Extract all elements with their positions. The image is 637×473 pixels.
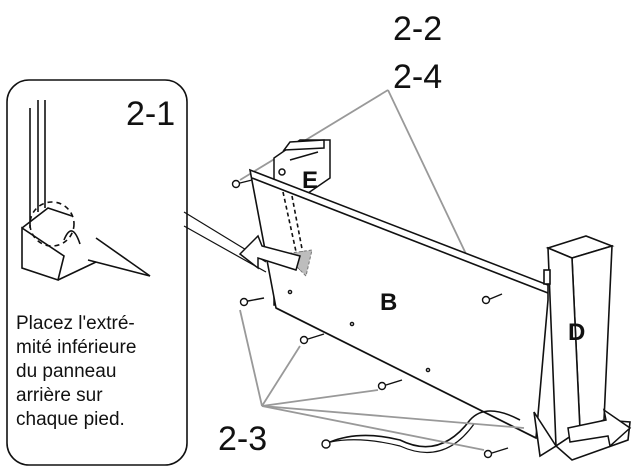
cable-outline [329,423,475,454]
screw-mid-3 [377,367,431,391]
screw-right [481,293,503,305]
part-d-label: D [568,319,585,346]
screw-mid-1 [239,289,293,307]
leader-lines-2-3 [239,309,525,451]
arrow-right [567,408,632,448]
part-b-panel [248,168,549,440]
screw-bottom [483,447,509,459]
screw-mid-2 [299,321,355,345]
step-2-2-label: 2-2 [393,10,442,48]
detail-sketch [21,100,151,282]
part-b-label: B [380,289,397,316]
part-d-leg [533,235,631,461]
step-2-1-label: 2-1 [126,95,175,133]
step-2-4-label: 2-4 [393,58,442,96]
cable [329,410,521,448]
arrow-left [238,234,301,271]
callout-box: 2-1 [6,79,188,466]
step-2-3-label: 2-3 [218,420,267,458]
callout-instruction: Placez l'extré- mité inférieure du panne… [16,313,137,430]
cable-plug [321,439,331,449]
screw-top-left [231,179,253,189]
part-e-label: E [302,167,318,194]
screws [231,179,509,459]
